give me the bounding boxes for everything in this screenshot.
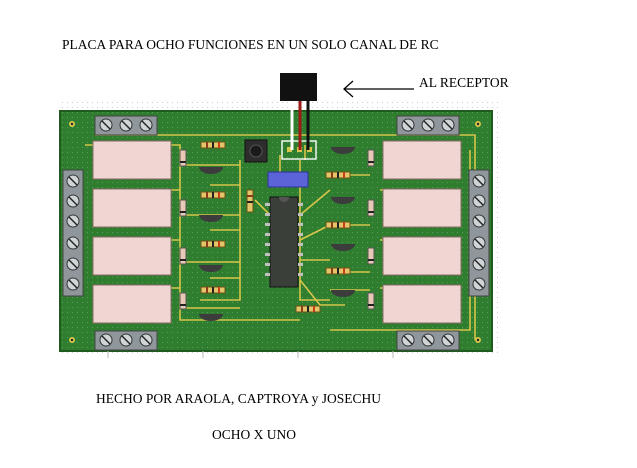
terminal-block-bottom-right — [396, 330, 460, 351]
terminal-block-top-right — [396, 115, 460, 136]
grid-ticks — [107, 351, 394, 358]
relays-right — [382, 140, 462, 324]
ic-chip — [265, 196, 303, 288]
receptor-label: AL RECEPTOR — [419, 75, 509, 90]
resistors — [200, 141, 351, 313]
terminal-block-bottom-left — [94, 330, 158, 351]
diodes — [179, 149, 375, 310]
relays-left — [92, 140, 172, 324]
page-title: PLACA PARA OCHO FUNCIONES EN UN SOLO CAN… — [62, 37, 439, 52]
arrow-icon — [343, 80, 414, 98]
terminal-strip-right — [468, 169, 490, 297]
mounting-holes — [69, 121, 481, 343]
transistors — [199, 147, 355, 321]
terminal-strip-left — [62, 169, 84, 297]
push-button-switch — [244, 139, 268, 163]
trim-potentiometer — [267, 171, 309, 188]
receiver-plug — [280, 73, 317, 101]
terminal-block-top-left — [94, 115, 158, 136]
motto-text: OCHO X UNO — [212, 427, 296, 442]
credits-text: HECHO POR ARAOLA, CAPTROYA y JOSECHU — [96, 391, 382, 406]
receiver-wires — [290, 100, 310, 150]
